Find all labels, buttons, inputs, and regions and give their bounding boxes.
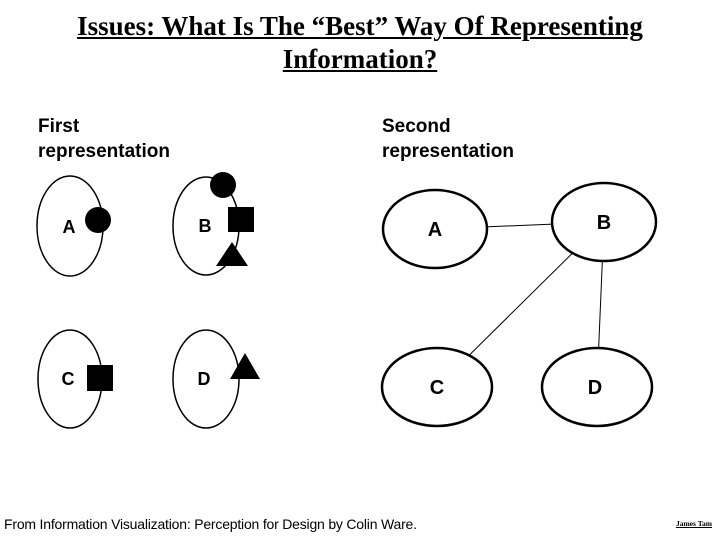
node-ellipse-b-right [550, 181, 658, 263]
node-label-b-left: B [199, 216, 212, 236]
node-label-a-right: A [428, 219, 442, 241]
node-label-c-right: C [430, 377, 444, 399]
node-label-c-left: C [62, 369, 75, 389]
second-representation-diagram: A B C D [380, 181, 658, 428]
slide-title-line-2: Information? [282, 44, 438, 74]
first-representation-heading: First representation [38, 116, 170, 162]
node-ellipse-a-right [381, 188, 489, 270]
filled-triangle-icon [230, 353, 260, 379]
author-signature: James Tam [675, 519, 712, 528]
filled-square-icon [228, 207, 254, 232]
node-label-d-left: D [198, 369, 211, 389]
node-ellipse-c-right [380, 346, 494, 428]
filled-triangle-icon [216, 242, 248, 266]
source-caption: From Information Visualization: Percepti… [4, 516, 417, 532]
node-label-a-left: A [63, 217, 76, 237]
slide-title: Issues: What Is The “Best” Way Of Repres… [0, 10, 720, 76]
node-ellipse-d-right [540, 346, 654, 428]
node-label-d-right: D [588, 377, 602, 399]
second-representation-heading: Second representation [382, 116, 514, 162]
slide-title-line-1: Issues: What Is The “Best” Way Of Repres… [77, 11, 643, 41]
first-representation-diagram: A B C D [36, 172, 260, 429]
filled-circle-icon [85, 207, 111, 233]
filled-circle-icon [210, 172, 236, 198]
node-label-b-right: B [597, 212, 611, 234]
filled-square-icon [87, 365, 113, 391]
